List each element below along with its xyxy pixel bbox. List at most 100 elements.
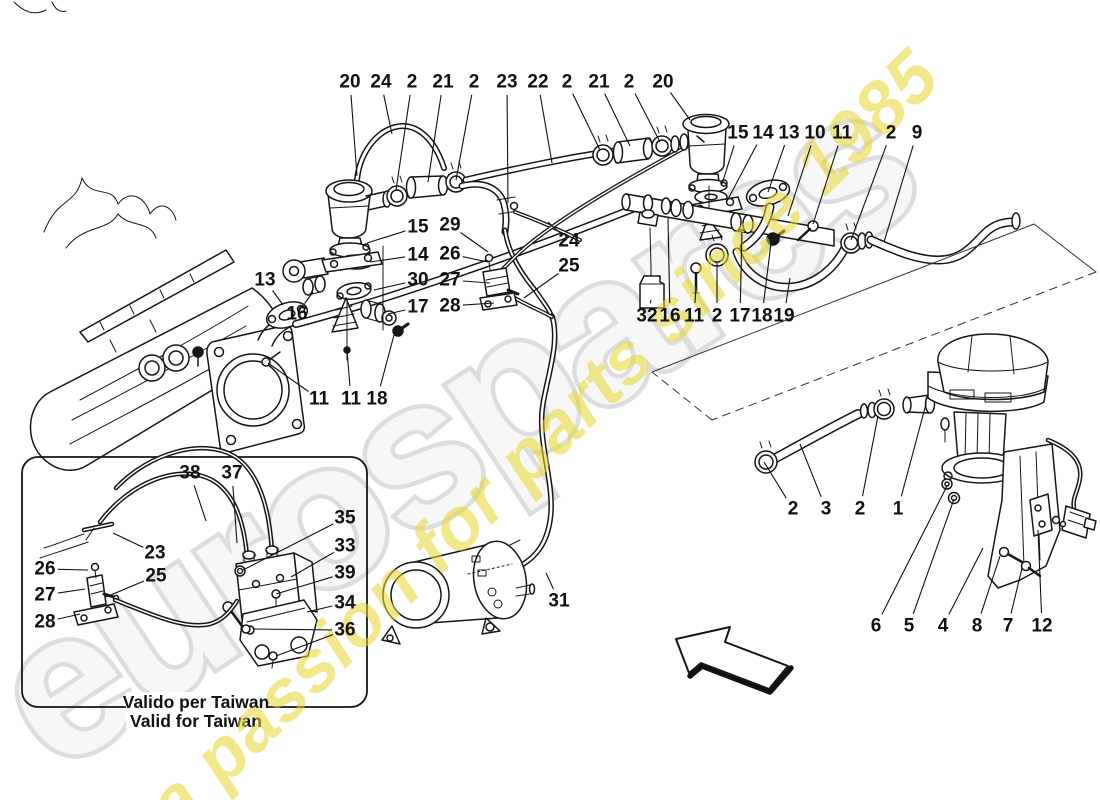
part-number-callout: 1 (893, 499, 904, 520)
part-number-callout: 8 (972, 616, 983, 637)
reference-panel (651, 223, 1097, 421)
part-number-callout: 38 (179, 463, 200, 484)
callout-leader-line (763, 461, 787, 499)
engine-drawing (29, 177, 309, 471)
callout-leader-line (523, 273, 559, 299)
part-number-callout: 30 (407, 270, 428, 291)
callout-leader-line (346, 349, 351, 387)
part-number-callout: 34 (334, 593, 356, 614)
part-number-callout: 2 (712, 306, 723, 327)
callout-leader-line (604, 93, 631, 147)
part-number-callout: 17 (729, 306, 750, 327)
part-number-callout: 2 (407, 72, 418, 93)
part-number-callout: 11 (832, 123, 853, 144)
t-fitting (496, 196, 519, 215)
part-number-callout: 14 (407, 245, 429, 266)
part-number-callout: 23 (496, 72, 517, 93)
callout-leader-line (455, 94, 473, 181)
direction-arrow (675, 626, 794, 695)
part-number-callout: 21 (432, 72, 454, 93)
part-number-callout: 13 (778, 123, 799, 144)
part-number-callout: 10 (804, 123, 825, 144)
callout-leader-line (547, 221, 560, 233)
callout-leader-line (634, 93, 661, 143)
callout-leader-line (850, 145, 887, 241)
callout-leader-line (649, 299, 652, 304)
callout-leader-line (861, 415, 879, 497)
callout-leader-line (948, 547, 984, 615)
callout-leader-line (369, 256, 406, 263)
callout-leader-line (1037, 529, 1043, 614)
callout-leader-line (694, 287, 697, 304)
callout-leader-line (881, 485, 948, 615)
callout-leader-line (366, 230, 406, 244)
part-number-callout: 15 (727, 123, 749, 144)
callout-leader-line (383, 94, 393, 135)
part-number-callout: 37 (221, 463, 242, 484)
callout-leader-line (1010, 567, 1023, 614)
part-number-callout: 20 (339, 72, 360, 93)
callout-leader-line (379, 334, 395, 387)
part-number-callout: 27 (439, 270, 460, 291)
part-number-callout: 9 (912, 123, 923, 144)
callout-leader-line (460, 232, 489, 253)
part-number-callout: 36 (334, 620, 355, 641)
callout-leader-line (763, 242, 772, 304)
callout-leader-line (667, 217, 671, 304)
callout-leader-line (883, 145, 914, 243)
taiwan-caption-italian: Valido per Taiwan (123, 692, 270, 712)
callout-leader-line (572, 93, 601, 151)
part-number-callout: 26 (34, 559, 55, 580)
air-valve-right (682, 113, 743, 241)
callout-leader-line (395, 94, 411, 191)
part-number-callout: 25 (558, 256, 580, 277)
part-number-callout: 6 (871, 616, 882, 637)
callout-leader-line (785, 277, 791, 304)
callout-leader-line (267, 362, 309, 392)
part-number-callout: 2 (855, 499, 866, 520)
callout-leader-line (912, 498, 955, 614)
part-number-callout: 18 (751, 306, 772, 327)
part-number-callout: 7 (1003, 616, 1014, 637)
part-number-callout: 11 (684, 306, 705, 327)
callout-leader-line (350, 94, 358, 177)
part-number-callout: 15 (407, 217, 429, 238)
callout-leader-line (306, 605, 333, 613)
callout-leader-line (739, 231, 743, 304)
callout-leader-line (304, 291, 314, 304)
callout-leader-line (670, 92, 691, 121)
part-number-callout: 16 (286, 304, 307, 325)
callout-leader-line (290, 552, 334, 578)
part-number-callout: 25 (145, 566, 167, 587)
callout-leader-line (57, 588, 86, 594)
callout-leader-line (767, 145, 786, 193)
part-number-callout: 39 (334, 563, 355, 584)
part-number-callout: 2 (886, 123, 897, 144)
part-number-callout: 27 (34, 585, 55, 606)
diagram-line-art (13, 1, 1097, 728)
callout-leader-line (980, 555, 1001, 614)
solenoid-bracket-center (479, 253, 520, 311)
callout-leader-line (193, 485, 207, 522)
part-number-callout: 12 (1031, 616, 1052, 637)
callout-leader-line (272, 290, 284, 306)
part-number-callout: 29 (439, 215, 460, 236)
callout-leader-line (726, 144, 758, 202)
callout-leader-line (112, 532, 144, 548)
taiwan-inset-box (21, 446, 368, 728)
callout-leader-line (105, 580, 145, 598)
part-number-callout: 33 (334, 536, 355, 557)
callout-leader-line (57, 613, 81, 620)
air-canister (381, 539, 536, 645)
part-number-callout: 23 (144, 543, 165, 564)
callout-leader-line (545, 572, 554, 590)
callout-leader-line (252, 628, 333, 631)
part-number-callout: 18 (366, 389, 387, 410)
callout-leader-line (427, 94, 442, 183)
part-number-callout: 28 (439, 296, 460, 317)
part-number-callout: 4 (938, 616, 949, 637)
callout-leader-line (462, 280, 491, 284)
air-pump (754, 333, 1097, 589)
callout-leader-line (799, 443, 822, 498)
